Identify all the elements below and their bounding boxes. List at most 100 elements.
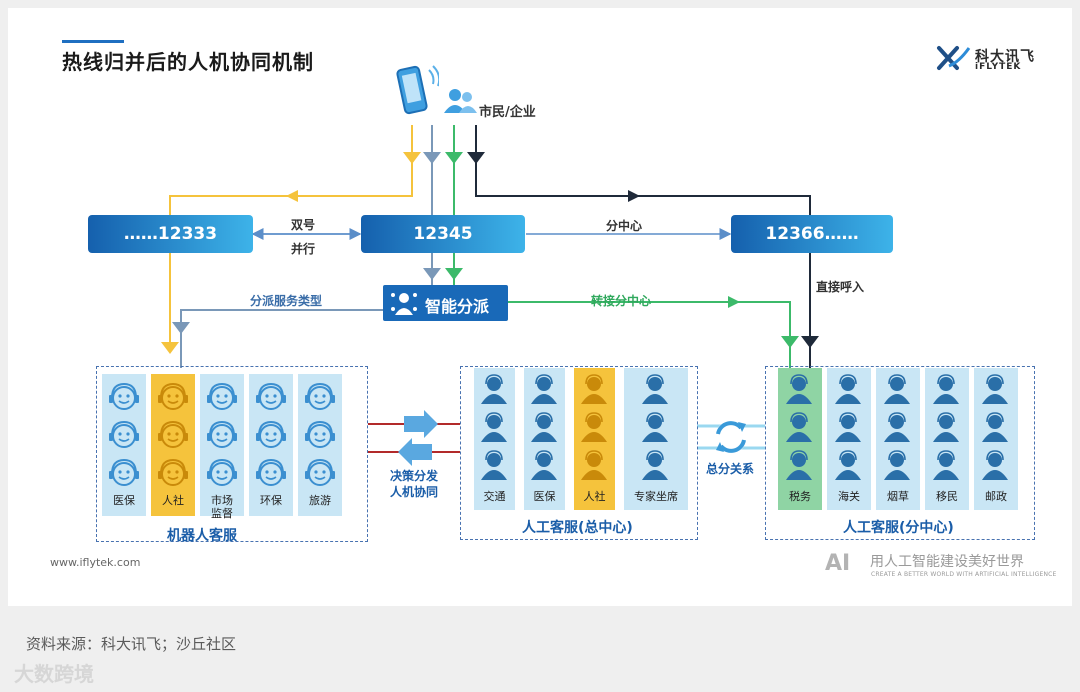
- robot-agent-icon: [157, 458, 189, 492]
- direct-label: 直接呼入: [816, 280, 865, 294]
- arrow-yellow-robot: [161, 342, 179, 354]
- human-agent-icon: [479, 412, 509, 446]
- citizens-label: 市民/企业: [479, 105, 536, 120]
- service-column: 交通: [474, 368, 515, 510]
- dispatch-agent-icon: [389, 289, 419, 321]
- column-label: 税务: [789, 490, 811, 503]
- human-agent-icon: [833, 450, 863, 484]
- hq-group-title: 人工客服(总中心): [522, 520, 633, 536]
- human-agent-icon: [833, 374, 863, 408]
- robot-agent-icon: [255, 420, 287, 454]
- arrow-yellow-left: [286, 190, 298, 202]
- human-agent-icon: [882, 450, 912, 484]
- robot-agent-icon: [108, 420, 140, 454]
- human-agent-icon: [579, 450, 609, 484]
- human-agent-icon: [784, 374, 814, 408]
- human-agent-icon: [833, 412, 863, 446]
- hotline-12366: 12366……: [731, 215, 893, 253]
- human-agent-icon: [640, 374, 670, 408]
- robot-agent-icon: [206, 420, 238, 454]
- column-label: 人社: [583, 490, 606, 503]
- human-agent-icon: [931, 374, 961, 408]
- service-column: 邮政: [974, 368, 1018, 510]
- column-label: 医保: [113, 494, 135, 507]
- robot-agent-icon: [304, 458, 336, 492]
- robot-agent-icon: [206, 382, 238, 416]
- website-url: www.iflytek.com: [50, 556, 141, 569]
- service-column: 旅游: [298, 374, 342, 516]
- column-label: 移民: [936, 490, 958, 503]
- smart-dispatch-label: 智能分派: [425, 297, 490, 316]
- people-icon: [443, 88, 477, 118]
- dual-label-2: 并行: [291, 242, 316, 256]
- phone-icon: [395, 62, 441, 124]
- arrow-dark-down: [467, 152, 485, 164]
- service-column: 环保: [249, 374, 293, 516]
- robot-agent-icon: [304, 420, 336, 454]
- branch-label: 分中心: [606, 219, 643, 233]
- human-agent-icon: [980, 374, 1010, 408]
- hotline-12345: 12345: [361, 215, 525, 253]
- hotline-12333: ……12333: [88, 215, 253, 253]
- human-agent-icon: [529, 412, 559, 446]
- robot-agent-icon: [157, 382, 189, 416]
- human-agent-icon: [980, 450, 1010, 484]
- human-agent-icon: [579, 412, 609, 446]
- human-agent-icon: [479, 374, 509, 408]
- robot-agent-icon: [206, 458, 238, 492]
- service-column: 医保: [524, 368, 565, 510]
- page-title: 热线归并后的人机协同机制: [62, 50, 314, 74]
- dispatch-type-label: 分派服务类型: [250, 294, 323, 308]
- ai-mark: AI: [825, 551, 851, 576]
- arrow-to-hq: [404, 410, 438, 438]
- decision-label-2: 人机协同: [390, 485, 439, 499]
- arrow-steel-down: [423, 152, 441, 164]
- column-label: 海关: [838, 490, 860, 503]
- column-label: 医保: [533, 490, 556, 503]
- column-label: 交通: [483, 490, 506, 503]
- human-agent-icon: [784, 450, 814, 484]
- service-column: 医保: [102, 374, 146, 516]
- arrow-to-robot: [398, 438, 432, 466]
- slogan-en: CREATE A BETTER WORLD WITH ARTIFICIAL IN…: [871, 571, 1057, 578]
- human-agent-icon: [784, 412, 814, 446]
- watermark: 大数跨境: [14, 662, 94, 686]
- column-label: 烟草: [887, 490, 909, 503]
- slogan-cn: 用人工智能建设美好世界: [870, 554, 1024, 570]
- service-column: 专家坐席: [624, 368, 688, 510]
- human-agent-icon: [479, 450, 509, 484]
- human-agent-icon: [882, 374, 912, 408]
- robot-agent-icon: [255, 382, 287, 416]
- arrow-transfer-right: [728, 296, 740, 308]
- human-agent-icon: [640, 412, 670, 446]
- logo-en: iFLYTEK: [975, 62, 1022, 72]
- smart-dispatch-box: 智能分派: [383, 285, 508, 321]
- robot-group-title: 机器人客服: [167, 528, 237, 544]
- service-column: 烟草: [876, 368, 920, 510]
- robot-agent-icon: [108, 382, 140, 416]
- title-accent: [62, 40, 124, 43]
- human-agent-icon: [931, 450, 961, 484]
- human-agent-icon: [931, 412, 961, 446]
- arrow-dark-right: [628, 190, 640, 202]
- service-column: 移民: [925, 368, 969, 510]
- logo-cn: 科大讯飞: [975, 49, 1035, 65]
- column-label: 市场监督: [211, 494, 233, 520]
- iflytek-logo-icon: [935, 44, 973, 76]
- human-agent-icon: [980, 412, 1010, 446]
- branch-group-title: 人工客服(分中心): [843, 520, 954, 536]
- column-label: 邮政: [985, 490, 1007, 503]
- column-label: 旅游: [309, 494, 331, 507]
- human-agent-icon: [882, 412, 912, 446]
- dual-label-1: 双号: [291, 218, 316, 232]
- human-agent-icon: [640, 450, 670, 484]
- service-column: 税务: [778, 368, 822, 510]
- arrow-yellow-down: [403, 152, 421, 164]
- source-note: 资料来源：科大讯飞；沙丘社区: [26, 635, 237, 653]
- column-label: 专家坐席: [634, 490, 678, 503]
- service-column: 海关: [827, 368, 871, 510]
- arrow-green-down: [445, 152, 463, 164]
- sync-icon: [715, 421, 747, 453]
- service-column: 人社: [574, 368, 615, 510]
